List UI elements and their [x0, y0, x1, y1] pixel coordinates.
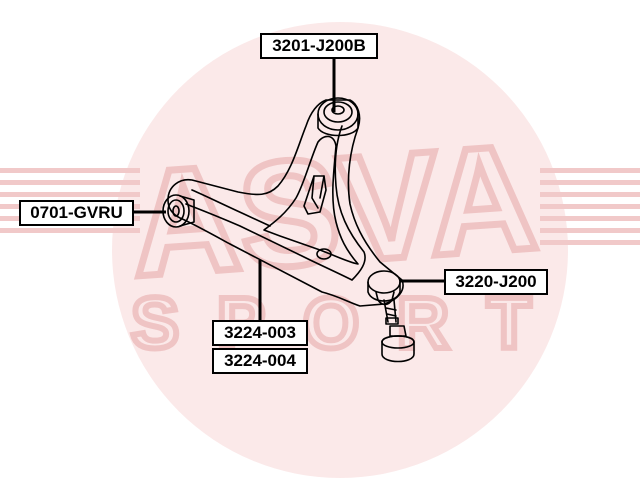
ball-joint: [367, 270, 415, 363]
arm-hole: [316, 248, 332, 260]
label-arm-left[interactable]: 3224-003: [212, 320, 308, 346]
label-ball-joint[interactable]: 3220-J200: [444, 269, 548, 295]
control-arm: [162, 97, 415, 363]
leader-lines: [134, 58, 444, 320]
watermark-sub: SPORT: [131, 284, 569, 364]
upper-mount-bushing: [317, 97, 359, 137]
label-front-bushing[interactable]: 0701-GVRU: [19, 200, 134, 226]
label-arm-right[interactable]: 3224-004: [212, 348, 308, 374]
label-upper-mount[interactable]: 3201-J200B: [260, 33, 378, 59]
web-bracket: [303, 175, 327, 215]
